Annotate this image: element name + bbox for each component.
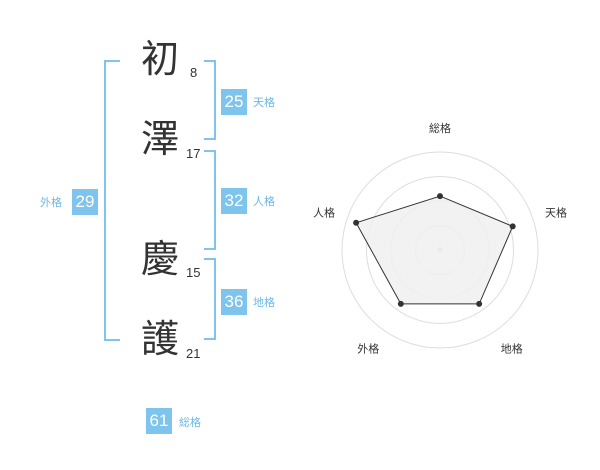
gaikaku-bracket (104, 60, 120, 341)
radar-axis-label-4: 外格 (357, 342, 379, 356)
soukaku-badge: 61 (146, 408, 172, 434)
radar-data-polygon (355, 195, 514, 305)
radar-point-5 (353, 219, 360, 226)
radar-point-4 (397, 300, 404, 307)
radar-axis-label-2: 天格 (545, 205, 567, 219)
stroke-count-4: 21 (186, 346, 201, 361)
radar-point-2 (509, 223, 516, 230)
soukaku-label: 総格 (179, 416, 201, 429)
radar-axis-label-5: 人格 (313, 205, 335, 219)
radar-point-1 (437, 193, 443, 200)
chikaku-badge: 36 (221, 289, 247, 315)
chikaku-bracket (204, 258, 216, 340)
tenkaku-bracket (204, 60, 216, 140)
jinkaku-label: 人格 (253, 195, 275, 208)
radar-point-3 (476, 300, 483, 307)
tenkaku-badge: 25 (221, 89, 247, 115)
stroke-count-2: 17 (186, 146, 201, 161)
name-char-3: 慶 (141, 237, 180, 281)
stroke-count-3: 15 (186, 265, 201, 280)
jinkaku-badge: 32 (221, 188, 247, 214)
name-char-2: 澤 (141, 117, 180, 161)
radar-ring (366, 176, 514, 324)
radar-ring (341, 151, 539, 349)
gaikaku-label: 外格 (40, 196, 62, 209)
jinkaku-bracket (204, 150, 216, 250)
chikaku-label: 地格 (253, 296, 275, 309)
tenkaku-label: 天格 (253, 96, 275, 109)
radar-axis-label-3: 地格 (501, 342, 523, 356)
radar-data-points (353, 193, 516, 307)
radar-axis-label-1: 総格 (429, 121, 451, 135)
gaikaku-badge: 29 (72, 189, 98, 215)
name-char-4: 護 (141, 317, 180, 361)
stroke-count-1: 8 (190, 65, 198, 80)
name-char-1: 初 (141, 37, 180, 81)
